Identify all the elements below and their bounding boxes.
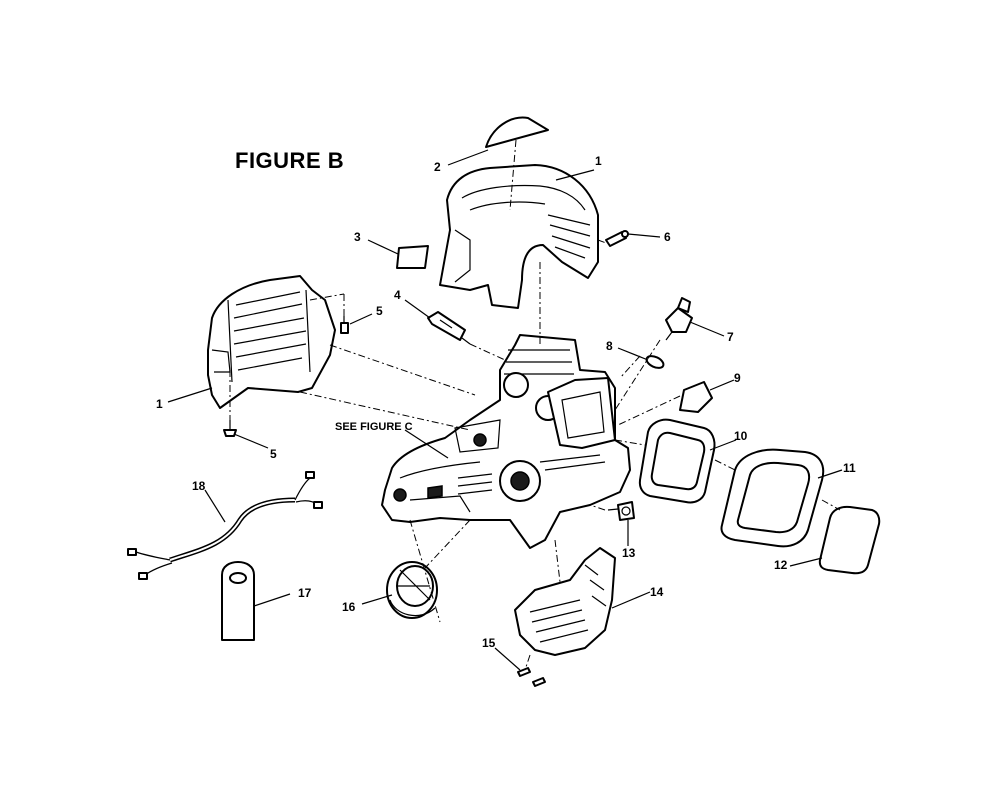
part-17-plate xyxy=(221,561,255,641)
part-1-side-cover xyxy=(207,275,336,409)
part-12-filter xyxy=(818,505,881,575)
part-1-top-cover xyxy=(439,164,599,309)
callout-13: 13 xyxy=(622,546,636,560)
part-9-pad xyxy=(679,381,713,413)
callout-1-top: 1 xyxy=(595,154,602,168)
part-3-label xyxy=(396,245,429,269)
figure-title: FIGURE B xyxy=(235,148,345,173)
part-10-gasket xyxy=(638,418,716,504)
callout-8: 8 xyxy=(606,339,613,353)
callout-12: 12 xyxy=(774,558,788,572)
part-18-wire-harness xyxy=(127,471,323,580)
see-figure-note: SEE FIGURE C xyxy=(335,421,413,433)
part-6-screw xyxy=(605,230,629,247)
engine-housing xyxy=(381,334,631,549)
callout-5-upper: 5 xyxy=(376,304,383,318)
part-5-screw-lower xyxy=(223,420,237,437)
part-14-bottom-shroud xyxy=(514,547,616,656)
callout-7: 7 xyxy=(727,330,734,344)
callout-10: 10 xyxy=(734,429,748,443)
callout-17: 17 xyxy=(298,586,312,600)
callout-18: 18 xyxy=(192,479,206,493)
part-8-o-ring xyxy=(645,355,665,369)
assembly-lines xyxy=(229,139,841,671)
callout-2: 2 xyxy=(434,160,441,174)
part-13-fuel-filter xyxy=(607,501,635,521)
part-2-decal xyxy=(485,116,549,148)
callout-3: 3 xyxy=(354,230,361,244)
part-7-fitting xyxy=(665,297,693,341)
callout-9: 9 xyxy=(734,371,741,385)
callout-6: 6 xyxy=(664,230,671,244)
callout-numbers: 1 1 2 3 4 5 5 6 7 8 9 10 11 12 13 14 15 … xyxy=(156,154,856,650)
part-4-spark-plug xyxy=(427,311,471,345)
leader-lines xyxy=(167,149,843,671)
part-5-screw-upper xyxy=(340,316,349,334)
part-15-screws xyxy=(517,667,546,687)
callout-11: 11 xyxy=(843,461,856,475)
callout-4: 4 xyxy=(394,288,401,302)
callout-14: 14 xyxy=(650,585,664,599)
callout-1-left: 1 xyxy=(156,397,163,411)
part-16-cap xyxy=(386,561,438,619)
callout-15: 15 xyxy=(482,636,496,650)
callout-16: 16 xyxy=(342,600,356,614)
callout-5-lower: 5 xyxy=(270,447,277,461)
part-11-filter-cover xyxy=(720,448,825,548)
